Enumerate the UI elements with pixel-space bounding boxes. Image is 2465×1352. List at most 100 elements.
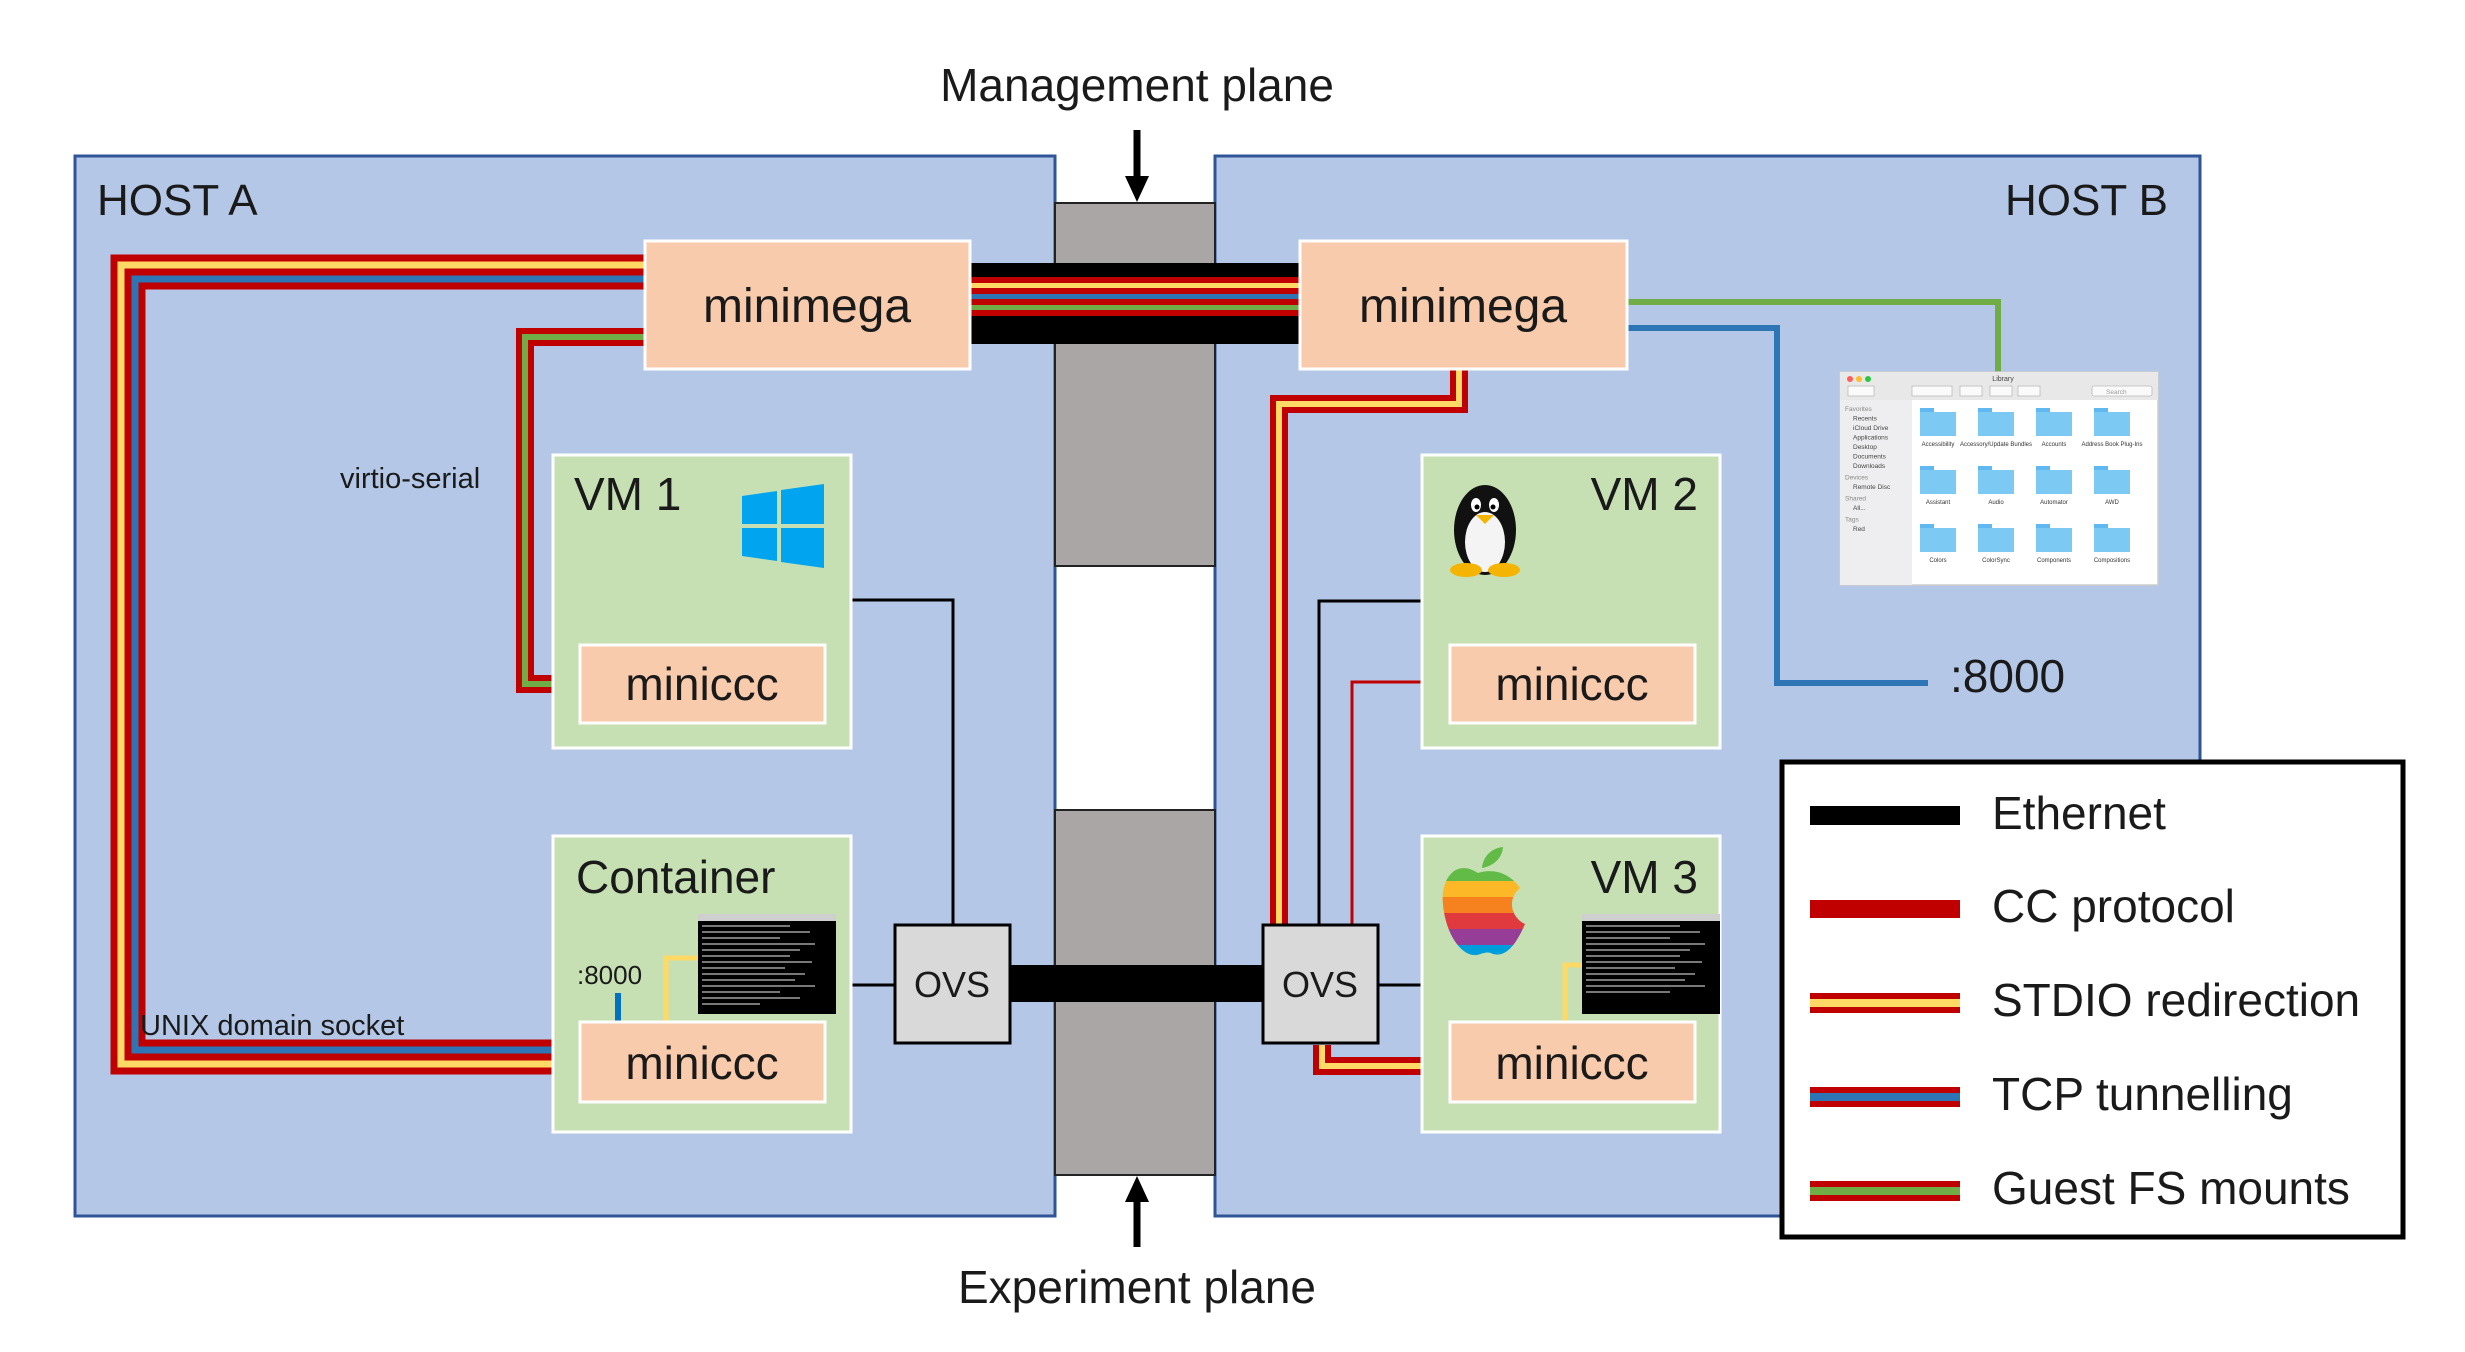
- host-a-ethernet: [852, 598, 955, 987]
- finder-folder-label: Components: [2037, 558, 2071, 564]
- legend-item-cc-protocol: CC protocol: [1810, 880, 2235, 932]
- finder-sidebar-item[interactable]: Remote Disc: [1853, 484, 1891, 491]
- finder-folder-label: Accessory/Update Bundles: [1960, 442, 2032, 448]
- finder-folder[interactable]: AWD: [2094, 466, 2130, 506]
- finder-sidebar-item[interactable]: Red: [1853, 526, 1865, 533]
- minimega-a-label: minimega: [703, 280, 911, 333]
- vm2-box[interactable]: VM 2 miniccc: [1420, 453, 1722, 750]
- vm2-title: VM 2: [1591, 468, 1698, 520]
- finder-folder[interactable]: Audio: [1978, 466, 2014, 506]
- finder-folder[interactable]: Accounts: [2036, 408, 2072, 448]
- legend-label-tcp: TCP tunnelling: [1992, 1068, 2293, 1120]
- folder-icon: [2036, 412, 2072, 436]
- container-miniccc[interactable]: [578, 1020, 827, 1104]
- container-port-label: :8000: [577, 960, 642, 990]
- minimega-a[interactable]: minimega: [643, 239, 972, 371]
- folder-icon: [1920, 412, 1956, 436]
- legend-item-tcp: TCP tunnelling: [1810, 1068, 2293, 1120]
- host-b-tcp-to-port: [1627, 325, 1928, 686]
- legend-label-fs: Guest FS mounts: [1992, 1162, 2350, 1214]
- vm3-miniccc-label: miniccc: [1495, 1037, 1648, 1089]
- finder-sidebar: [1840, 400, 1912, 585]
- finder-folder-label: AWD: [2105, 500, 2119, 506]
- folder-icon: [2036, 528, 2072, 552]
- vm3-miniccc[interactable]: [1448, 1020, 1697, 1104]
- legend-label-stdio: STDIO redirection: [1992, 974, 2360, 1026]
- vm3-stdio-line: [1562, 962, 1582, 1022]
- folder-icon: [1920, 528, 1956, 552]
- finder-folder-label: Compositions: [2094, 558, 2130, 564]
- container-box[interactable]: Container :8000 miniccc: [551, 834, 853, 1134]
- finder-folder[interactable]: Automator: [2036, 466, 2072, 506]
- experiment-plane-arrowhead: [1125, 1176, 1149, 1202]
- finder-folder[interactable]: Colors: [1920, 524, 1956, 564]
- legend-swatch-cc-protocol: [1810, 900, 1960, 918]
- experiment-plane-label: Experiment plane: [958, 1261, 1316, 1313]
- host-b-fs-to-finder: [1627, 299, 2001, 372]
- finder-sidebar-item[interactable]: Applications: [1853, 435, 1889, 442]
- folder-icon: [2094, 528, 2130, 552]
- finder-sidebar-heading: Favorites: [1845, 406, 1872, 413]
- folder-icon: [1920, 470, 1956, 494]
- container-miniccc-label: miniccc: [625, 1037, 778, 1089]
- vm3-title: VM 3: [1591, 851, 1698, 903]
- folder-icon: [1978, 470, 2014, 494]
- finder-sidebar-item[interactable]: Documents: [1853, 454, 1887, 461]
- ovs-a[interactable]: OVS: [893, 923, 1012, 1045]
- vm3-terminal-icon: [1582, 914, 1720, 1014]
- folder-icon: [1978, 412, 2014, 436]
- host-a-stdio-tcp-bundle: [110, 254, 645, 1075]
- vm1-miniccc[interactable]: [578, 643, 827, 725]
- management-bundle: [970, 263, 1300, 344]
- ovs-link-ethernet: [1010, 965, 1268, 1002]
- folder-icon: [2036, 470, 2072, 494]
- finder-sidebar-item[interactable]: Recents: [1853, 416, 1878, 423]
- finder-sidebar-item[interactable]: Downloads: [1853, 463, 1886, 470]
- ovs-b-label: OVS: [1282, 964, 1358, 1005]
- finder-folder[interactable]: ColorSync: [1978, 524, 2014, 564]
- finder-folder[interactable]: Address Book Plug-Ins: [2081, 408, 2143, 448]
- finder-folder-label: Address Book Plug-Ins: [2081, 442, 2142, 448]
- finder-sidebar-item[interactable]: Desktop: [1853, 444, 1877, 451]
- management-plane-arrowhead: [1125, 176, 1149, 202]
- finder-sidebar-item[interactable]: iCloud Drive: [1853, 425, 1889, 432]
- legend-item-ethernet: Ethernet: [1810, 787, 2166, 839]
- finder-folder-label: Accessibility: [1922, 442, 1955, 448]
- vm1-box[interactable]: VM 1 miniccc: [551, 453, 853, 750]
- ovs-a-label: OVS: [914, 964, 990, 1005]
- legend-item-fs: Guest FS mounts: [1810, 1162, 2350, 1214]
- finder-folder-label: Assistant: [1926, 500, 1951, 506]
- finder-sidebar-heading: Shared: [1845, 496, 1866, 503]
- finder-title: Library: [1992, 376, 2014, 383]
- apple-icon: [1442, 847, 1525, 956]
- finder-folder-label: Automator: [2040, 500, 2068, 506]
- finder-folder-label: Audio: [1988, 500, 2004, 506]
- vm3-box[interactable]: VM 3: [1420, 834, 1722, 1134]
- vm2-miniccc[interactable]: [1448, 643, 1697, 725]
- finder-folder-grid: Accessibility Accessory/Update Bundles Acc…: [1920, 408, 2143, 564]
- vm1-title: VM 1: [574, 468, 681, 520]
- minimega-b[interactable]: minimega: [1298, 239, 1629, 371]
- host-b-cc-line: [1350, 680, 1450, 925]
- ovs-b[interactable]: OVS: [1261, 923, 1380, 1045]
- legend-item-stdio: STDIO redirection: [1810, 974, 2360, 1026]
- finder-folder[interactable]: Accessory/Update Bundles: [1960, 408, 2032, 448]
- management-plane-label: Management plane: [940, 59, 1334, 111]
- unix-socket-label: UNIX domain socket: [140, 1010, 404, 1042]
- finder-folder[interactable]: Components: [2036, 524, 2072, 564]
- finder-folder[interactable]: Compositions: [2094, 524, 2130, 564]
- finder-folder[interactable]: Accessibility: [1920, 408, 1956, 448]
- windows-icon: [742, 484, 824, 568]
- folder-icon: [1978, 528, 2014, 552]
- finder-folder[interactable]: Assistant: [1920, 466, 1956, 506]
- linux-tux-icon: [1450, 485, 1520, 577]
- terminal-icon: [698, 914, 836, 1014]
- finder-sidebar-item[interactable]: All...: [1853, 505, 1866, 512]
- host-b-ethernet: [1317, 599, 1422, 987]
- vm1-miniccc-label: miniccc: [625, 658, 778, 710]
- folder-icon: [2094, 470, 2130, 494]
- finder-search: Search: [2106, 389, 2127, 396]
- host-a-title: HOST A: [97, 176, 258, 225]
